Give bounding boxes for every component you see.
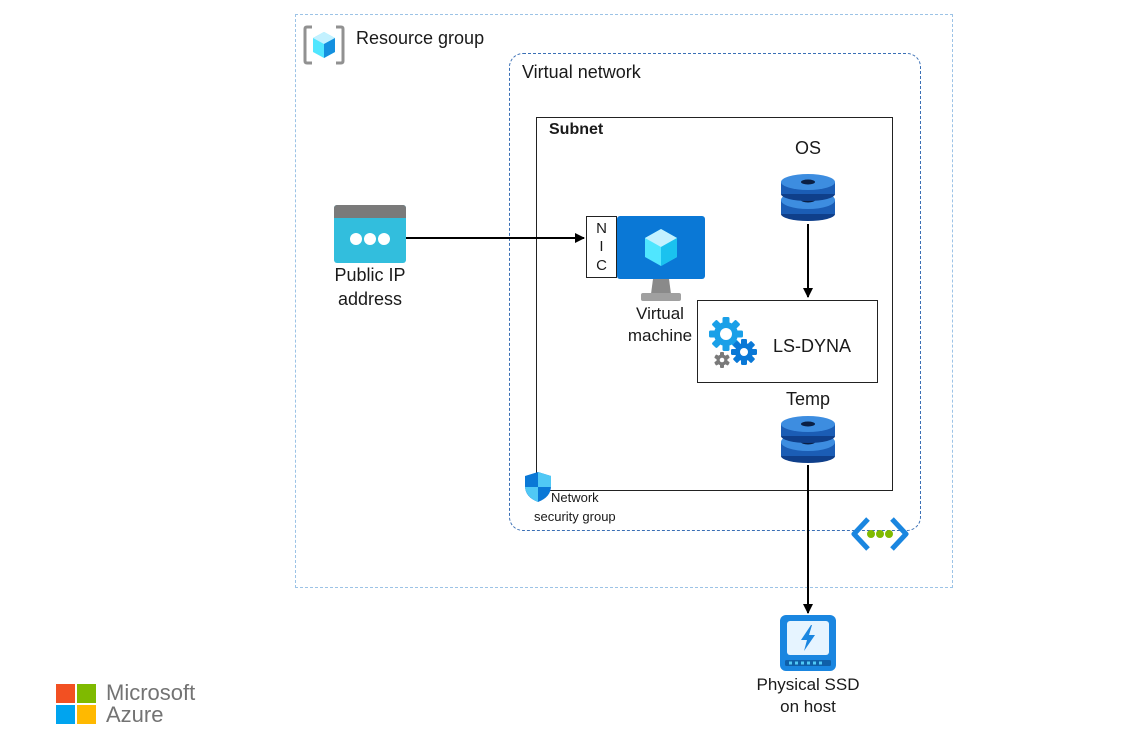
- public-ip-label: Public IP address: [310, 263, 430, 311]
- gears-icon: [707, 317, 759, 369]
- resource-group-label: Resource group: [356, 28, 485, 48]
- virtual-machine-label-line2: machine: [627, 326, 693, 345]
- nic-box: N I C: [586, 216, 617, 278]
- os-disk-label: OS: [794, 138, 821, 158]
- virtual-machine-label: Virtual machine: [610, 303, 710, 347]
- virtual-network-label: Virtual network: [522, 62, 641, 82]
- microsoft-logo-icon: [56, 684, 96, 724]
- temp-disk-icon: [780, 416, 836, 464]
- shield-icon: [524, 471, 552, 503]
- temp-disk-label: Temp: [785, 389, 830, 409]
- physical-ssd-label-line2: on host: [780, 697, 836, 716]
- nic-letter-c: C: [596, 257, 607, 275]
- brand-line2: Azure: [106, 702, 164, 727]
- nic-letter-n: N: [596, 219, 607, 237]
- virtual-machine-label-line1: Virtual: [636, 304, 684, 323]
- vnet-icon: [851, 516, 909, 552]
- physical-ssd-label: Physical SSD on host: [738, 674, 878, 718]
- public-ip-label-line1: Public IP: [334, 265, 406, 285]
- brand-line1: Microsoft: [106, 680, 196, 705]
- ssd-icon: [779, 614, 837, 672]
- resource-group-icon: [303, 24, 345, 66]
- public-ip-icon: [334, 205, 406, 263]
- nic-letter-i: I: [599, 238, 604, 256]
- virtual-network-boundary: [509, 53, 921, 531]
- brand-text: Microsoft Azure: [106, 682, 195, 726]
- ls-dyna-label: LS-DYNA: [773, 336, 852, 356]
- subnet-label: Subnet: [549, 121, 604, 138]
- physical-ssd-label-line1: Physical SSD: [756, 675, 860, 694]
- os-disk-icon: [780, 174, 836, 222]
- public-ip-label-line2: address: [337, 289, 403, 309]
- nsg-label-line2: security group: [534, 509, 616, 524]
- nsg-label-line1: Network: [551, 490, 599, 505]
- resource-group-boundary: [295, 14, 953, 588]
- virtual-machine-icon: [617, 216, 705, 304]
